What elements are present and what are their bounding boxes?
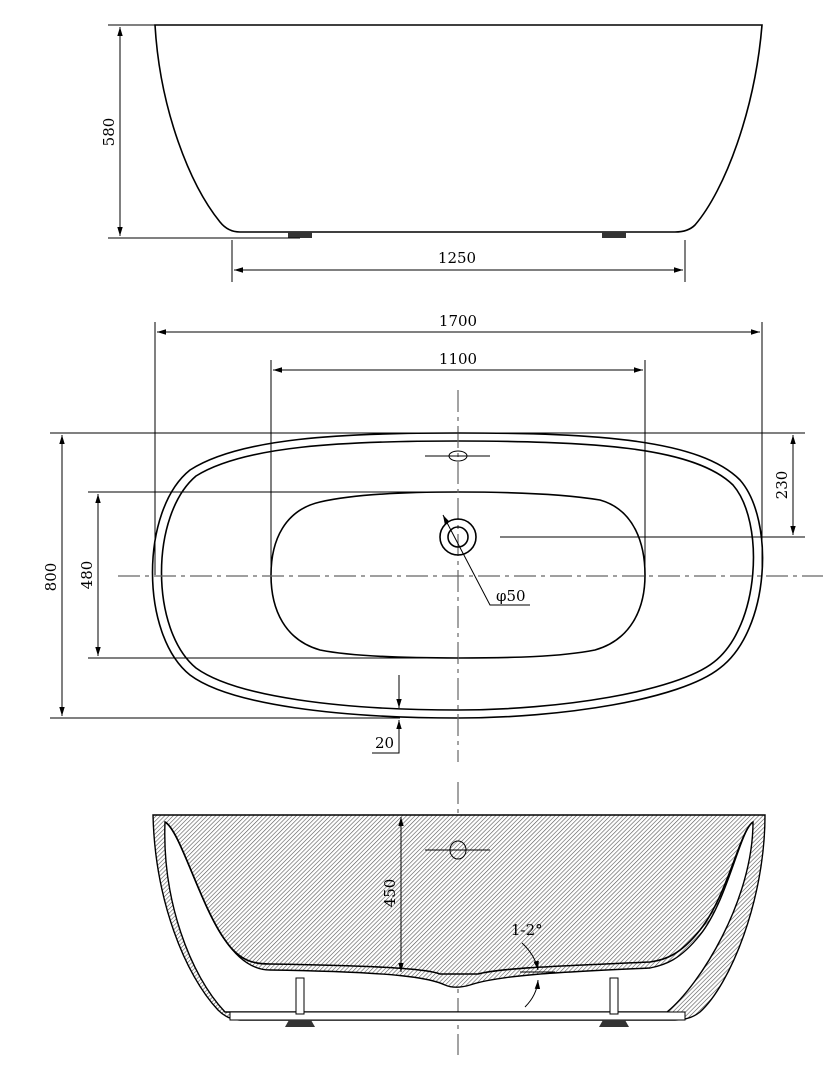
inner-length-label: 1100 (439, 350, 477, 368)
leg-right (609, 977, 619, 1015)
height-label: 580 (100, 118, 118, 147)
drain-offset-label: 230 (773, 471, 791, 500)
tub-inner-rim (160, 440, 755, 711)
side-view: 580 1250 (100, 24, 763, 282)
tub-shell-section (152, 814, 766, 1021)
drain-outer (439, 518, 477, 556)
section-view: 450 1-2° (152, 782, 766, 1055)
depth-label: 450 (381, 879, 399, 908)
drain-inner (447, 526, 469, 548)
plan-view: 1700 1100 230 800 480 φ50 20 (42, 312, 823, 762)
leg-left (295, 977, 305, 1015)
foot-left-section (285, 1020, 315, 1027)
foot-right-section (599, 1020, 629, 1027)
tub-side-outline (154, 24, 763, 233)
overall-length-label: 1700 (439, 312, 477, 330)
overall-width-label: 800 (42, 563, 60, 592)
base-length-label: 1250 (438, 249, 476, 267)
drain-diameter-label: φ50 (496, 587, 526, 605)
overflow-hole-section (449, 840, 467, 860)
overflow-hole (448, 450, 468, 462)
base-rail (229, 1011, 686, 1021)
inner-width-label: 480 (78, 561, 96, 590)
tub-inner-floor (164, 821, 754, 975)
drain-leader (442, 514, 530, 606)
foot-left (288, 232, 312, 238)
foot-right (602, 232, 626, 238)
slope-label: 1-2° (511, 921, 543, 939)
rim-offset-label: 20 (375, 734, 394, 752)
